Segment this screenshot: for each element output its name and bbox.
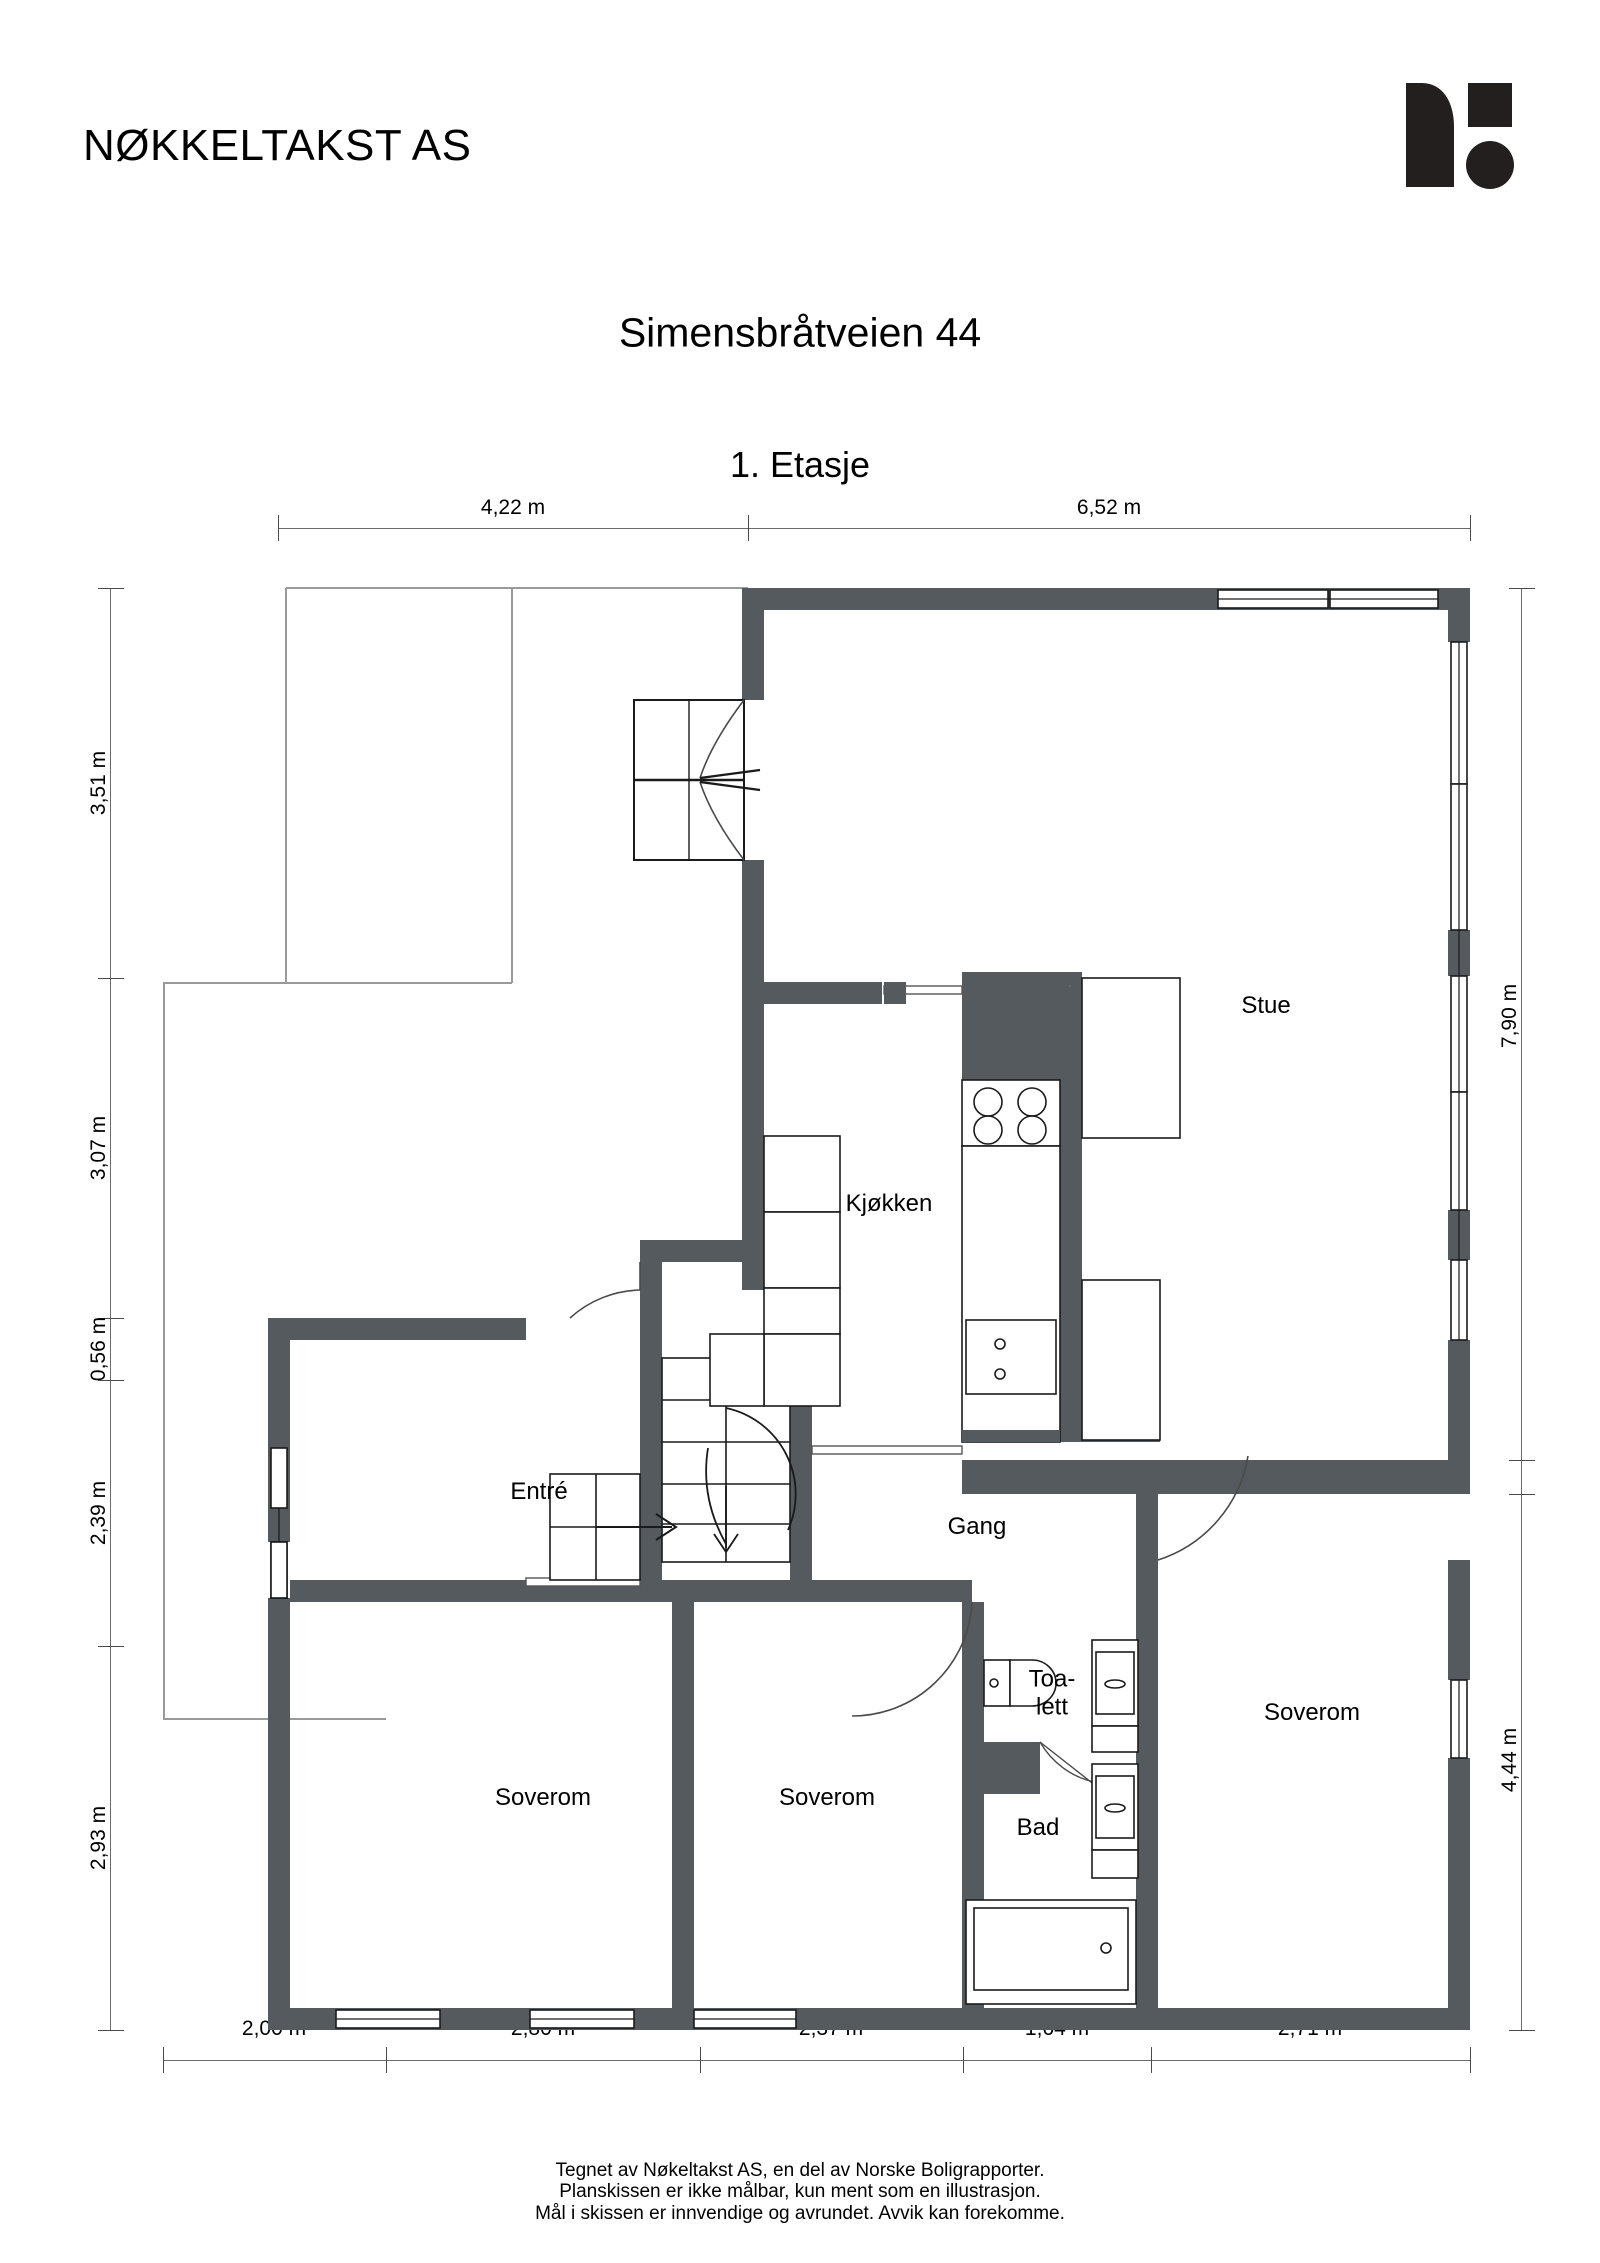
company-name: NØKKELTAKST AS (83, 121, 472, 170)
footer-line-2: Planskissen er ikke målbar, kun ment som… (559, 2181, 1041, 2203)
top-tick-1 (748, 515, 749, 541)
top-dim-label-1: 6,52 m (1076, 496, 1142, 519)
terrace-outline (163, 587, 748, 1720)
left-tick-2 (98, 1318, 124, 1319)
stairs-down-arrow (705, 1407, 797, 1554)
room-label-soverom-3: Soverom (1263, 1699, 1361, 1727)
vanity-sink-lower (1091, 1763, 1139, 1879)
left-dimension-line (110, 588, 111, 2030)
right-tick-0 (1509, 588, 1535, 589)
wall-stubs (884, 982, 1060, 1442)
left-tick-1 (98, 978, 124, 979)
kitchen-tall-cabinet (1081, 977, 1181, 1139)
stove-four-burner (973, 1087, 1047, 1145)
nokkeltakst-logo-icon (1406, 83, 1514, 189)
room-label-bad: Bad (1016, 1814, 1060, 1842)
entrance-double-door (633, 699, 761, 861)
doors (569, 699, 1249, 1787)
left-tick-0 (98, 588, 124, 589)
walls (268, 588, 1470, 2030)
room-label-stue: Stue (1241, 992, 1291, 1020)
room-label-gang: Gang (947, 1513, 1007, 1541)
toilet-fixture (983, 1659, 1057, 1707)
room-label-soverom-2: Soverom (778, 1784, 876, 1812)
bottom-tick-1 (386, 2047, 387, 2073)
vanity-sink-upper (1091, 1639, 1139, 1753)
top-tick-2 (1470, 515, 1471, 541)
room-label-soverom-1: Soverom (494, 1784, 592, 1812)
left-tick-5 (98, 2030, 124, 2031)
top-dim-label-0: 4,22 m (480, 496, 546, 519)
stairs-up-arrow (596, 1513, 678, 1541)
left-tick-3 (98, 1380, 124, 1381)
bottom-dimension-line (163, 2060, 1470, 2061)
bottom-tick-4 (1151, 2047, 1152, 2073)
right-tick-2 (1509, 1494, 1535, 1495)
left-tick-4 (98, 1646, 124, 1647)
page-title: Simensbråtveien 44 (618, 309, 982, 356)
bathtub-fixture (965, 1899, 1137, 2005)
room-label-kjokken: Kjøkken (845, 1190, 933, 1218)
bottom-tick-5 (1470, 2047, 1471, 2073)
footer-line-3: Mål i skissen er innvendige og avrundet.… (535, 2202, 1065, 2224)
bottom-tick-0 (163, 2047, 164, 2073)
footer-line-1: Tegnet av Nøkeltakst AS, en del av Norsk… (555, 2160, 1045, 2181)
room-label-entre: Entré (510, 1478, 568, 1506)
footer-disclaimer: Tegnet av Nøkeltakst AS, en del av Norsk… (535, 2160, 1065, 2224)
right-tick-1 (1509, 1460, 1535, 1461)
top-tick-0 (278, 515, 279, 541)
bottom-tick-3 (963, 2047, 964, 2073)
kitchen-base-cabinet (1081, 1279, 1161, 1441)
right-tick-3 (1509, 2030, 1535, 2031)
right-dimension-line (1521, 588, 1522, 2030)
bottom-tick-2 (700, 2047, 701, 2073)
kitchen-cabinets (709, 1135, 841, 1407)
top-dimension-line (278, 528, 1470, 529)
floor-subtitle: 1. Etasje (729, 444, 871, 485)
kitchen-sink (965, 1319, 1057, 1395)
windows (270, 589, 1468, 2029)
room-label-toalett: Toa- lett (1028, 1665, 1076, 1720)
left-window-pair (270, 1447, 288, 1599)
